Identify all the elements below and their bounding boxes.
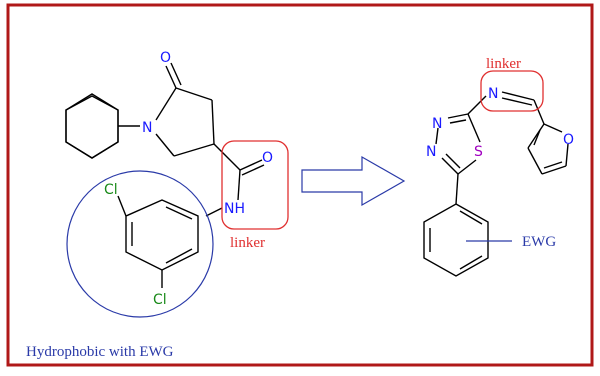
bond-cl-top bbox=[117, 195, 127, 217]
ph2-dbl-1 bbox=[459, 210, 483, 225]
dichlorophenyl-ring bbox=[125, 199, 199, 271]
right-linker-box bbox=[480, 70, 544, 112]
ph-dbl-1 bbox=[165, 206, 193, 220]
ph2-dbl-2 bbox=[459, 255, 483, 270]
furan-b3-dbl bbox=[543, 161, 563, 169]
bond-c2-c3 bbox=[175, 87, 213, 101]
bond-n2-c5-dbl bbox=[445, 153, 461, 169]
chlorine-atom-top: Cl bbox=[104, 182, 118, 198]
furan-b1-dbl bbox=[533, 129, 541, 146]
bond-c5-ph bbox=[455, 173, 459, 205]
ph-dbl-2 bbox=[165, 248, 193, 264]
bond-c2-n1-dbl bbox=[449, 119, 467, 124]
bond-camide-nh bbox=[237, 169, 241, 201]
right-molecule-bonds bbox=[423, 91, 569, 277]
ewg-label: EWG bbox=[522, 234, 556, 250]
bond-nimine-c-dbl bbox=[501, 97, 533, 106]
nitrogen-atom: N bbox=[142, 120, 152, 136]
chlorine-atom-bottom: Cl bbox=[153, 292, 167, 308]
bond-c3-c4 bbox=[211, 99, 215, 145]
hydrophobic-region-circle bbox=[66, 170, 214, 318]
bond-c2-nimine bbox=[467, 95, 487, 115]
hydrophobic-label: Hydrophobic with EWG bbox=[26, 344, 174, 360]
transformation-arrow bbox=[301, 155, 406, 207]
furan-b4 bbox=[565, 143, 569, 167]
imine-nitrogen-atom: N bbox=[488, 86, 498, 102]
bond-n-c2 bbox=[155, 87, 177, 121]
bond-c4-c5 bbox=[173, 143, 215, 157]
right-linker-label: linker bbox=[486, 56, 521, 72]
bond-c4-camide bbox=[213, 143, 241, 171]
cyclohexane-hexagon bbox=[65, 95, 119, 159]
bond-co-2 bbox=[170, 62, 182, 86]
bond-nimine-c bbox=[501, 91, 535, 101]
furan-b3 bbox=[541, 165, 567, 175]
bond-c2-n1 bbox=[447, 113, 469, 119]
bond-n2-c5 bbox=[441, 157, 459, 175]
bond-c5-n bbox=[155, 133, 175, 157]
bond-co-1 bbox=[165, 65, 177, 89]
bond-c-furan bbox=[533, 99, 545, 125]
furan-b5 bbox=[543, 123, 563, 133]
left-linker-label: linker bbox=[230, 235, 265, 251]
diagram-frame bbox=[6, 3, 594, 367]
amide-nh: NH bbox=[224, 201, 245, 217]
cyclohexane-ring bbox=[65, 93, 119, 159]
furan-b2 bbox=[527, 147, 543, 175]
sulfur-atom: S bbox=[474, 144, 483, 160]
bond-n1-n2 bbox=[435, 127, 439, 145]
thiadiazole-n2-atom: N bbox=[426, 144, 436, 160]
bond-amide-co-1 bbox=[239, 159, 263, 171]
thiadiazole-n1-atom: N bbox=[432, 116, 442, 132]
oxygen-atom: O bbox=[160, 50, 171, 66]
phenyl-ring bbox=[423, 203, 489, 277]
bond-nh-ph bbox=[205, 207, 223, 217]
furan-oxygen-atom: O bbox=[563, 132, 574, 148]
bond-amide-co-2 bbox=[241, 164, 265, 176]
amide-oxygen-atom: O bbox=[262, 150, 273, 166]
furan-b1 bbox=[527, 123, 545, 149]
bond-s-c2 bbox=[467, 113, 481, 143]
left-linker-box bbox=[221, 140, 289, 230]
bond-c5-s bbox=[457, 159, 477, 175]
